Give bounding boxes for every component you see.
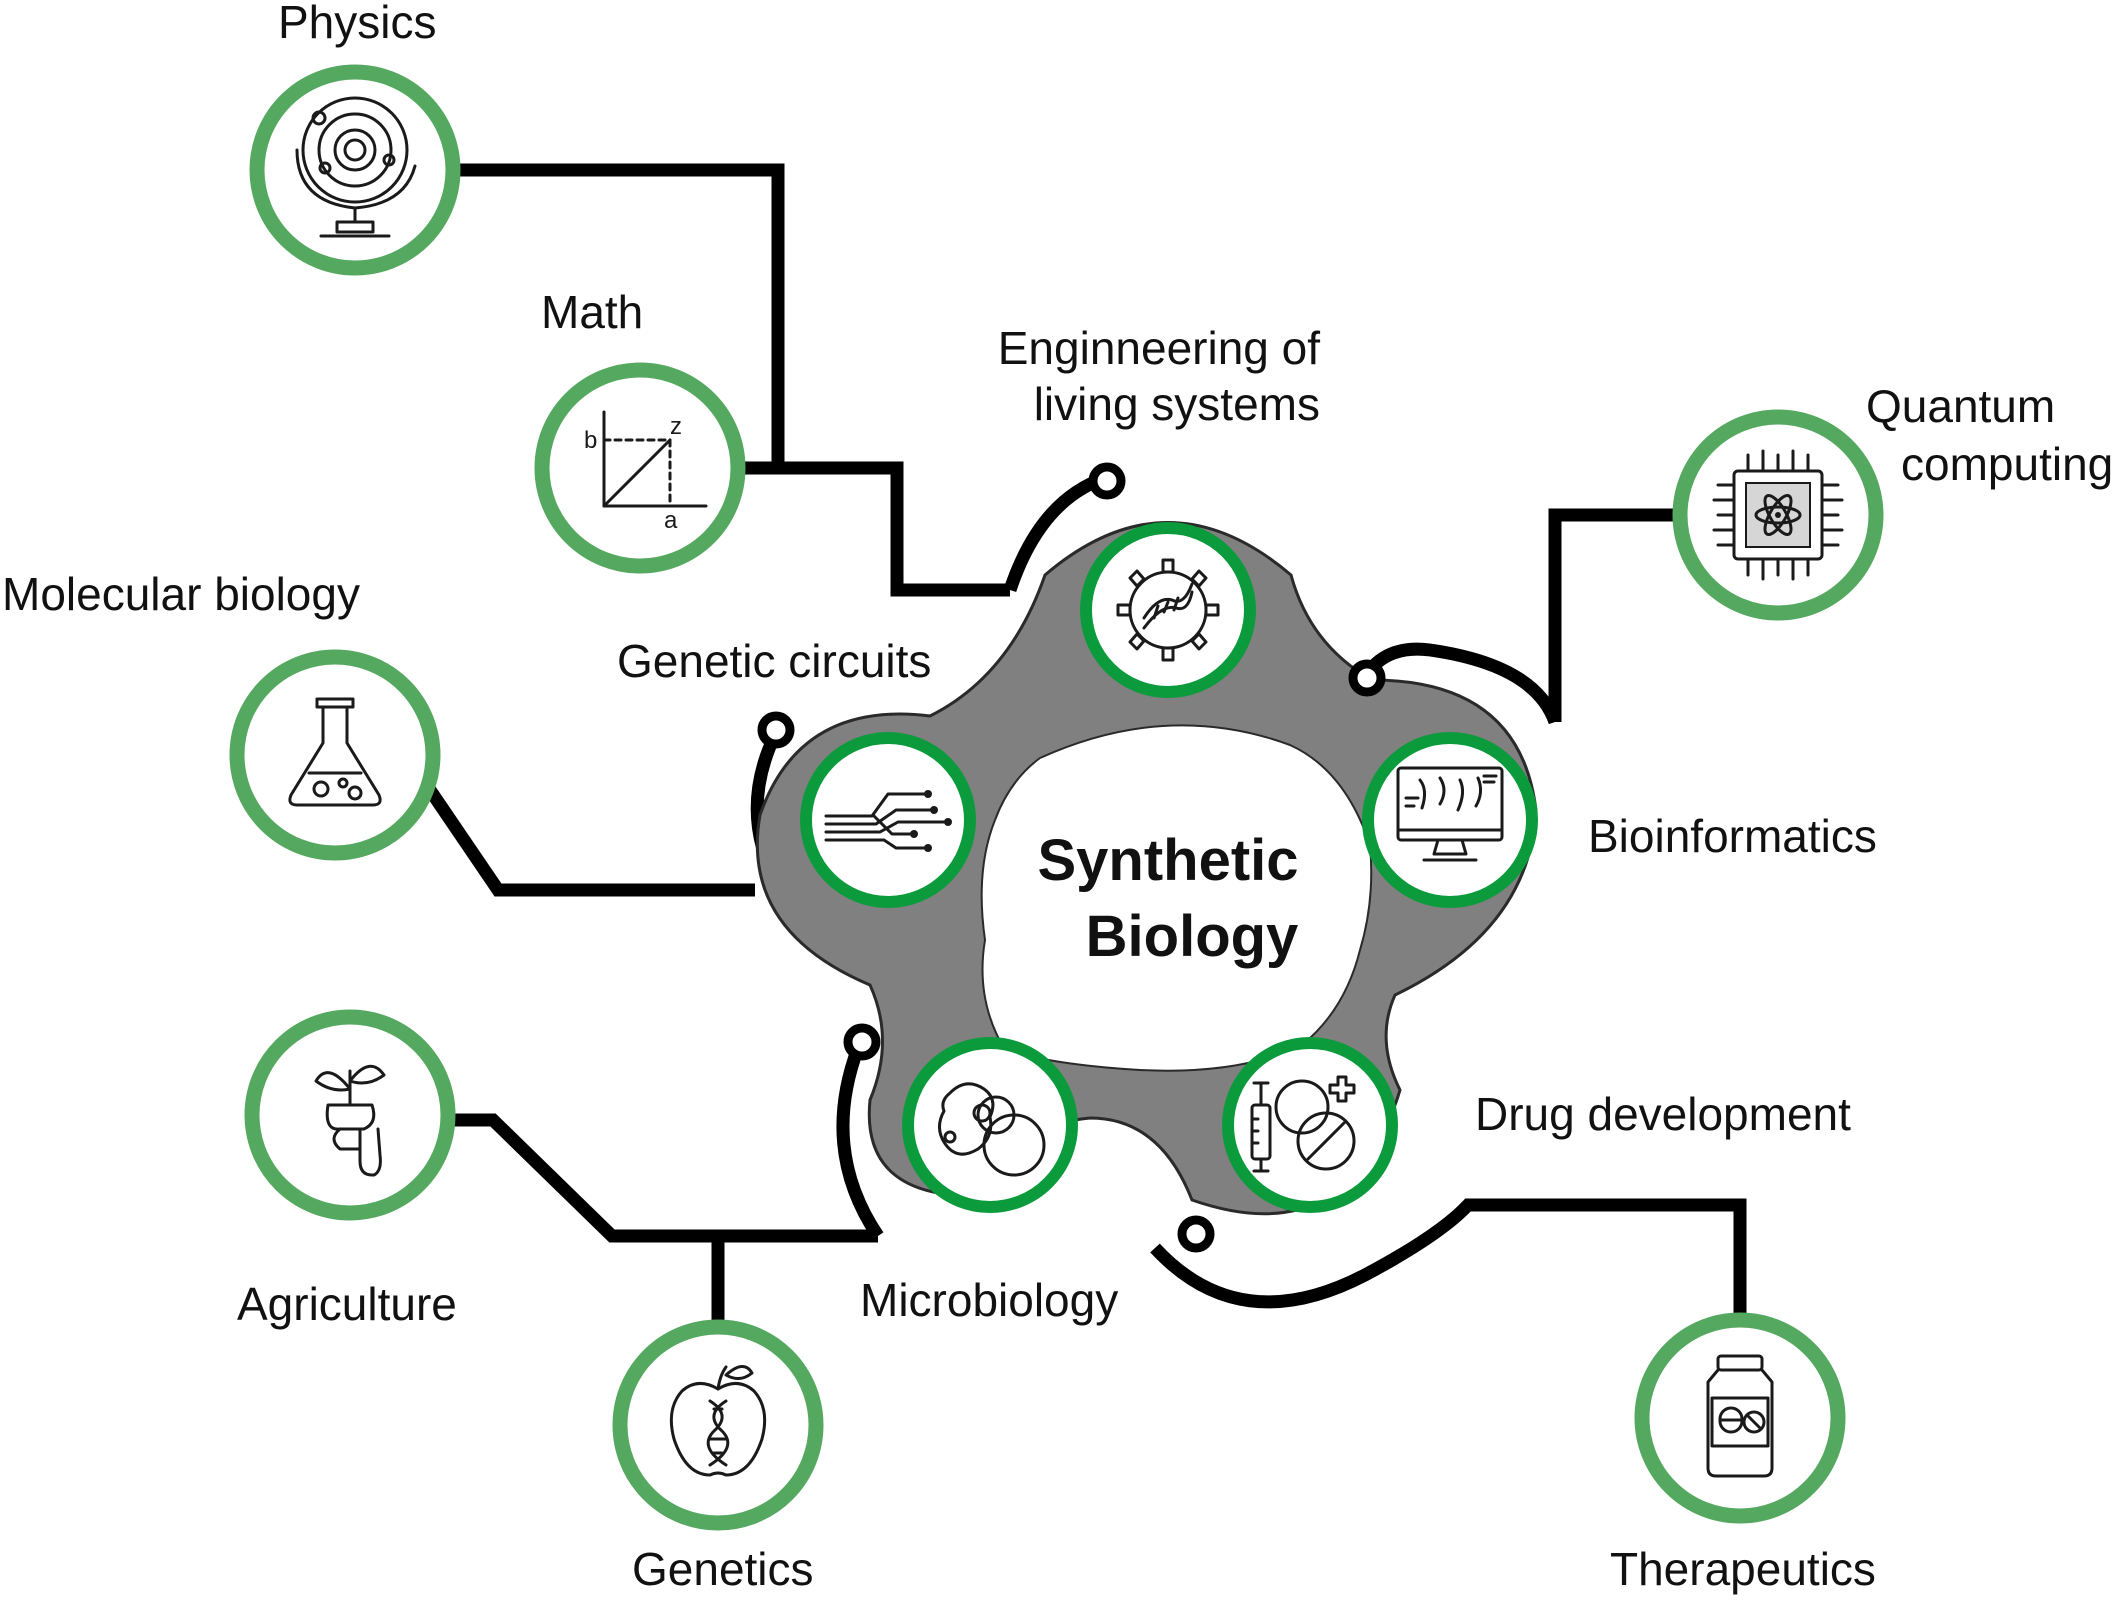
outer-node-therapeutics [1634, 1312, 1846, 1524]
agriculture-label: Agriculture [237, 1278, 457, 1330]
genetics-label: Genetics [632, 1543, 814, 1595]
engineering-label-line-1: Enginneering of [998, 322, 1320, 374]
computer-monitor-icon [1396, 766, 1504, 862]
math-axis-b: b [584, 427, 597, 454]
graph-axes-icon: b z a [584, 410, 708, 534]
orbit-globe-icon [295, 96, 417, 238]
genetic-circuits-terminal [757, 711, 795, 749]
drug-development-terminal [1177, 1215, 1215, 1253]
therapeutics-label: Therapeutics [1610, 1543, 1876, 1595]
syringe-pill-icon [1250, 1075, 1356, 1173]
microbiology-arc-wire [836, 1045, 884, 1240]
therapeutics-ring [1634, 1312, 1846, 1524]
agriculture-ring [244, 1009, 456, 1221]
physics-wire [460, 163, 785, 468]
agriculture-wire [445, 1113, 878, 1243]
quantum-chip-icon [1712, 449, 1844, 581]
outer-node-genetics [612, 1319, 824, 1531]
cells-icon [938, 1082, 1046, 1177]
hub [755, 521, 1538, 1216]
engineering-label-line-2: living systems [1034, 378, 1320, 430]
dna-gear-icon [1116, 558, 1220, 662]
bioinformatics-arc-wire [1364, 642, 1562, 725]
flask-icon [288, 697, 382, 807]
quantum-wire [1548, 508, 1675, 722]
sprout-hand-icon [314, 1064, 386, 1177]
inner-node-microbiology [902, 1037, 1078, 1213]
quantum-label-line-1: Quantum [1866, 380, 2055, 432]
genetic-circuits-label: Genetic circuits [617, 635, 931, 687]
pill-bottle-icon [1706, 1354, 1774, 1478]
molecular-biology-ring [229, 649, 441, 861]
quantum-label-line-2: computing [1901, 438, 2113, 490]
circuit-icon [824, 790, 952, 852]
hub-center [980, 724, 1373, 1072]
inner-node-engineering [1080, 522, 1256, 698]
outer-node-molecular-biology [229, 649, 441, 861]
math-axis-z: z [670, 413, 682, 440]
math-axis-a: a [664, 507, 678, 534]
molecular-biology-wire [424, 786, 755, 897]
bioinformatics-label: Bioinformatics [1588, 810, 1877, 862]
connector-wires [424, 163, 1747, 1325]
engineering-terminal [1088, 462, 1126, 500]
inner-node-bioinformatics [1362, 732, 1538, 908]
therapeutics-wire [1150, 1198, 1747, 1315]
engineering-ring [1080, 522, 1256, 698]
bioinformatics-ring [1362, 732, 1538, 908]
title-line-1: Synthetic [1037, 828, 1298, 893]
outer-node-physics [249, 64, 461, 276]
bioinformatics-terminal [1348, 659, 1386, 697]
math-wire [740, 461, 1010, 597]
outer-node-agriculture [244, 1009, 456, 1221]
inner-node-genetic-circuits [800, 732, 976, 908]
math-label: Math [541, 286, 643, 338]
outer-node-math: b z a [534, 362, 746, 574]
outer-node-quantum [1672, 409, 1884, 621]
apple-dna-icon [669, 1365, 767, 1477]
drug-development-label: Drug development [1475, 1088, 1851, 1140]
wire-terminals [757, 462, 1386, 1253]
microbiology-label: Microbiology [860, 1274, 1118, 1326]
genetic-circuits-ring [800, 732, 976, 908]
molecular-biology-label: Molecular biology [2, 568, 360, 620]
microbiology-terminal [843, 1023, 881, 1061]
physics-label: Physics [278, 0, 436, 48]
inner-node-drug-development [1222, 1037, 1398, 1213]
title-line-2: Biology [1086, 904, 1299, 969]
